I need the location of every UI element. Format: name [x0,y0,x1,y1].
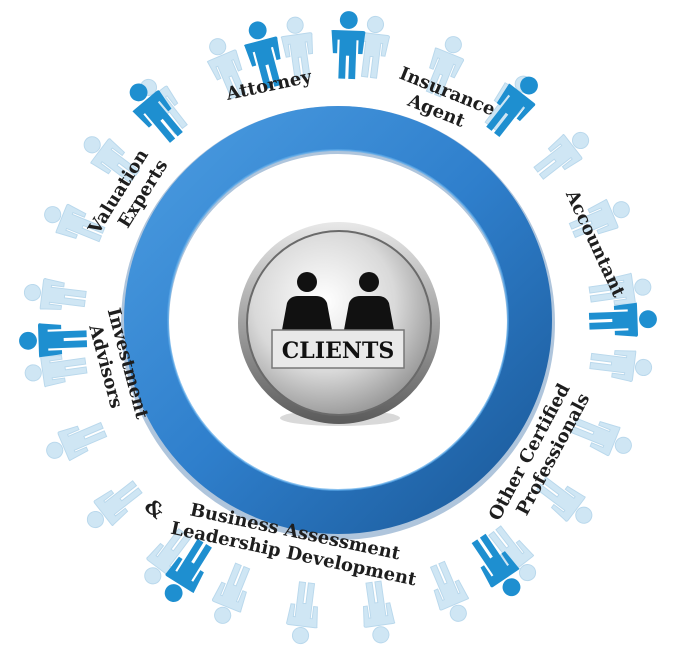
highlighted-person-icon [329,10,367,80]
faded-person-icon [40,414,111,469]
faded-person-icon [79,474,148,538]
blue-ring-body [124,106,552,534]
faded-person-icon [22,349,89,390]
blue-ring-inner-edge [167,149,509,491]
clients-label: CLIENTS [282,338,394,364]
faded-person-icon [204,559,258,630]
label-ampersand: & [140,494,169,524]
faded-person-icon [283,580,323,646]
clients-icon [282,272,394,330]
highlighted-person-icon [588,301,658,339]
clients-badge: CLIENTS [238,222,440,426]
faded-person-icon [528,122,597,186]
highlighted-person-icon [18,321,88,359]
faded-person-icon [588,345,654,385]
faded-person-icon [22,275,88,315]
clients-label-plate [271,329,405,369]
faded-person-icon [357,579,398,646]
faded-person-icon [422,557,477,628]
